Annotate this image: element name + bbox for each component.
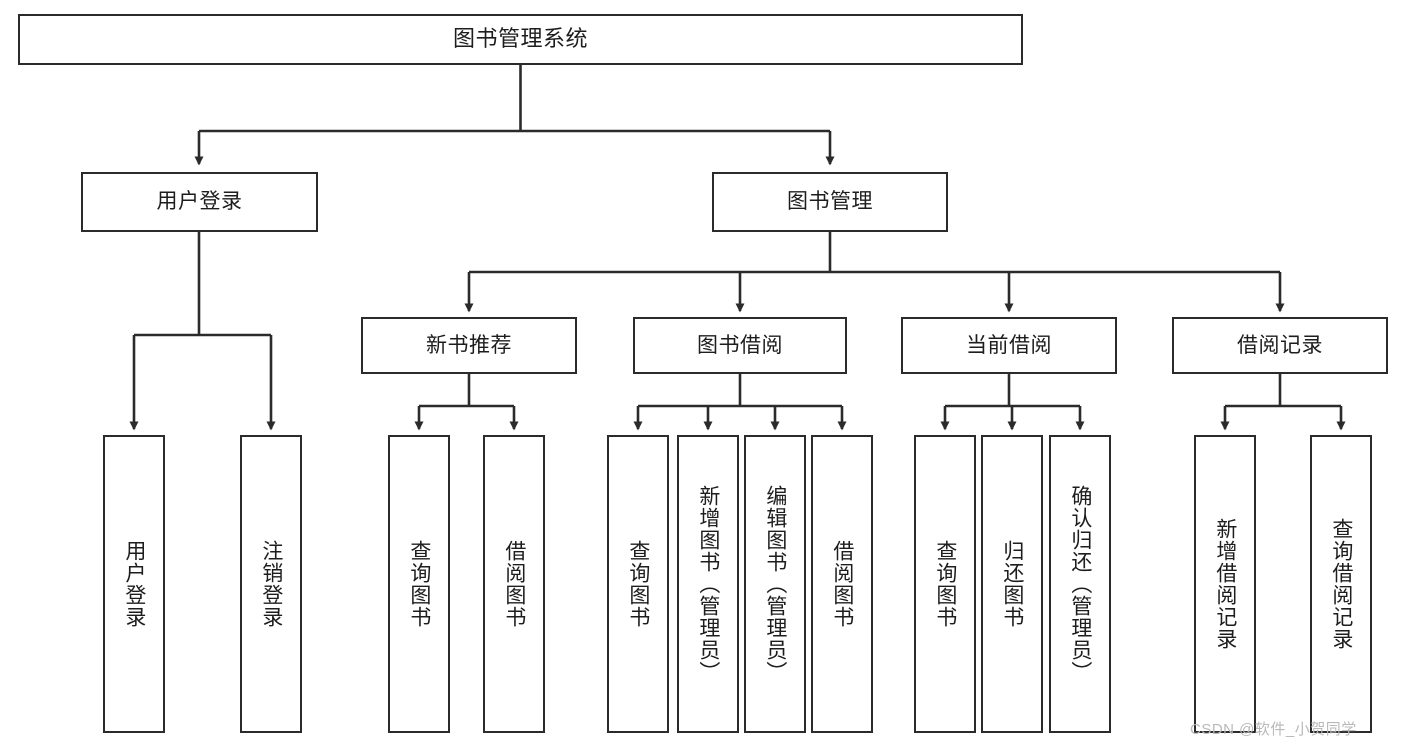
node-current-borrow[interactable]: 当前借阅 xyxy=(901,317,1117,374)
node-label: 新书推荐 xyxy=(426,333,512,357)
node-leaf-user-logout[interactable]: 注销登录 xyxy=(240,435,302,733)
node-leaf-query-book-2[interactable]: 查询图书 xyxy=(607,435,669,733)
node-label: 查询图书 xyxy=(933,540,957,628)
node-label: 当前借阅 xyxy=(966,333,1052,357)
node-leaf-user-login[interactable]: 用户登录 xyxy=(103,435,165,733)
node-borrow-record[interactable]: 借阅记录 xyxy=(1172,317,1388,374)
node-label: 编辑图书（管理员） xyxy=(763,485,787,683)
node-label: 借阅图书 xyxy=(502,540,526,628)
node-leaf-return-book[interactable]: 归还图书 xyxy=(981,435,1043,733)
node-label: 用户登录 xyxy=(156,190,243,214)
node-label: 查询图书 xyxy=(626,540,650,628)
node-label: 新增借阅记录 xyxy=(1213,518,1237,650)
node-user-login[interactable]: 用户登录 xyxy=(81,172,318,232)
node-label: 图书管理 xyxy=(787,190,873,214)
node-leaf-confirm-return[interactable]: 确认归还（管理员） xyxy=(1049,435,1111,733)
node-label: 新增图书（管理员） xyxy=(696,485,720,683)
node-label: 归还图书 xyxy=(1000,540,1024,628)
node-leaf-query-book-3[interactable]: 查询图书 xyxy=(914,435,976,733)
node-label: 图书管理系统 xyxy=(452,26,588,52)
node-label: 确认归还（管理员） xyxy=(1068,485,1092,683)
node-new-book-recommend[interactable]: 新书推荐 xyxy=(361,317,577,374)
node-leaf-borrow-book-2[interactable]: 借阅图书 xyxy=(811,435,873,733)
node-root-system[interactable]: 图书管理系统 xyxy=(18,14,1023,65)
node-leaf-add-record[interactable]: 新增借阅记录 xyxy=(1194,435,1256,733)
csdn-watermark: CSDN @软件_小贺同学 xyxy=(1190,721,1357,738)
node-label: 用户登录 xyxy=(122,540,146,628)
node-book-management[interactable]: 图书管理 xyxy=(712,172,948,232)
node-label: 注销登录 xyxy=(259,540,283,628)
node-leaf-edit-book[interactable]: 编辑图书（管理员） xyxy=(744,435,806,733)
node-label: 借阅记录 xyxy=(1237,333,1323,357)
node-leaf-borrow-book-1[interactable]: 借阅图书 xyxy=(483,435,545,733)
node-leaf-add-book[interactable]: 新增图书（管理员） xyxy=(677,435,739,733)
node-label: 查询图书 xyxy=(407,540,431,628)
node-book-borrow[interactable]: 图书借阅 xyxy=(633,317,847,374)
node-label: 查询借阅记录 xyxy=(1329,518,1353,650)
node-label: 图书借阅 xyxy=(697,333,783,357)
node-leaf-query-record[interactable]: 查询借阅记录 xyxy=(1310,435,1372,733)
node-label: 借阅图书 xyxy=(830,540,854,628)
node-leaf-query-book-1[interactable]: 查询图书 xyxy=(388,435,450,733)
